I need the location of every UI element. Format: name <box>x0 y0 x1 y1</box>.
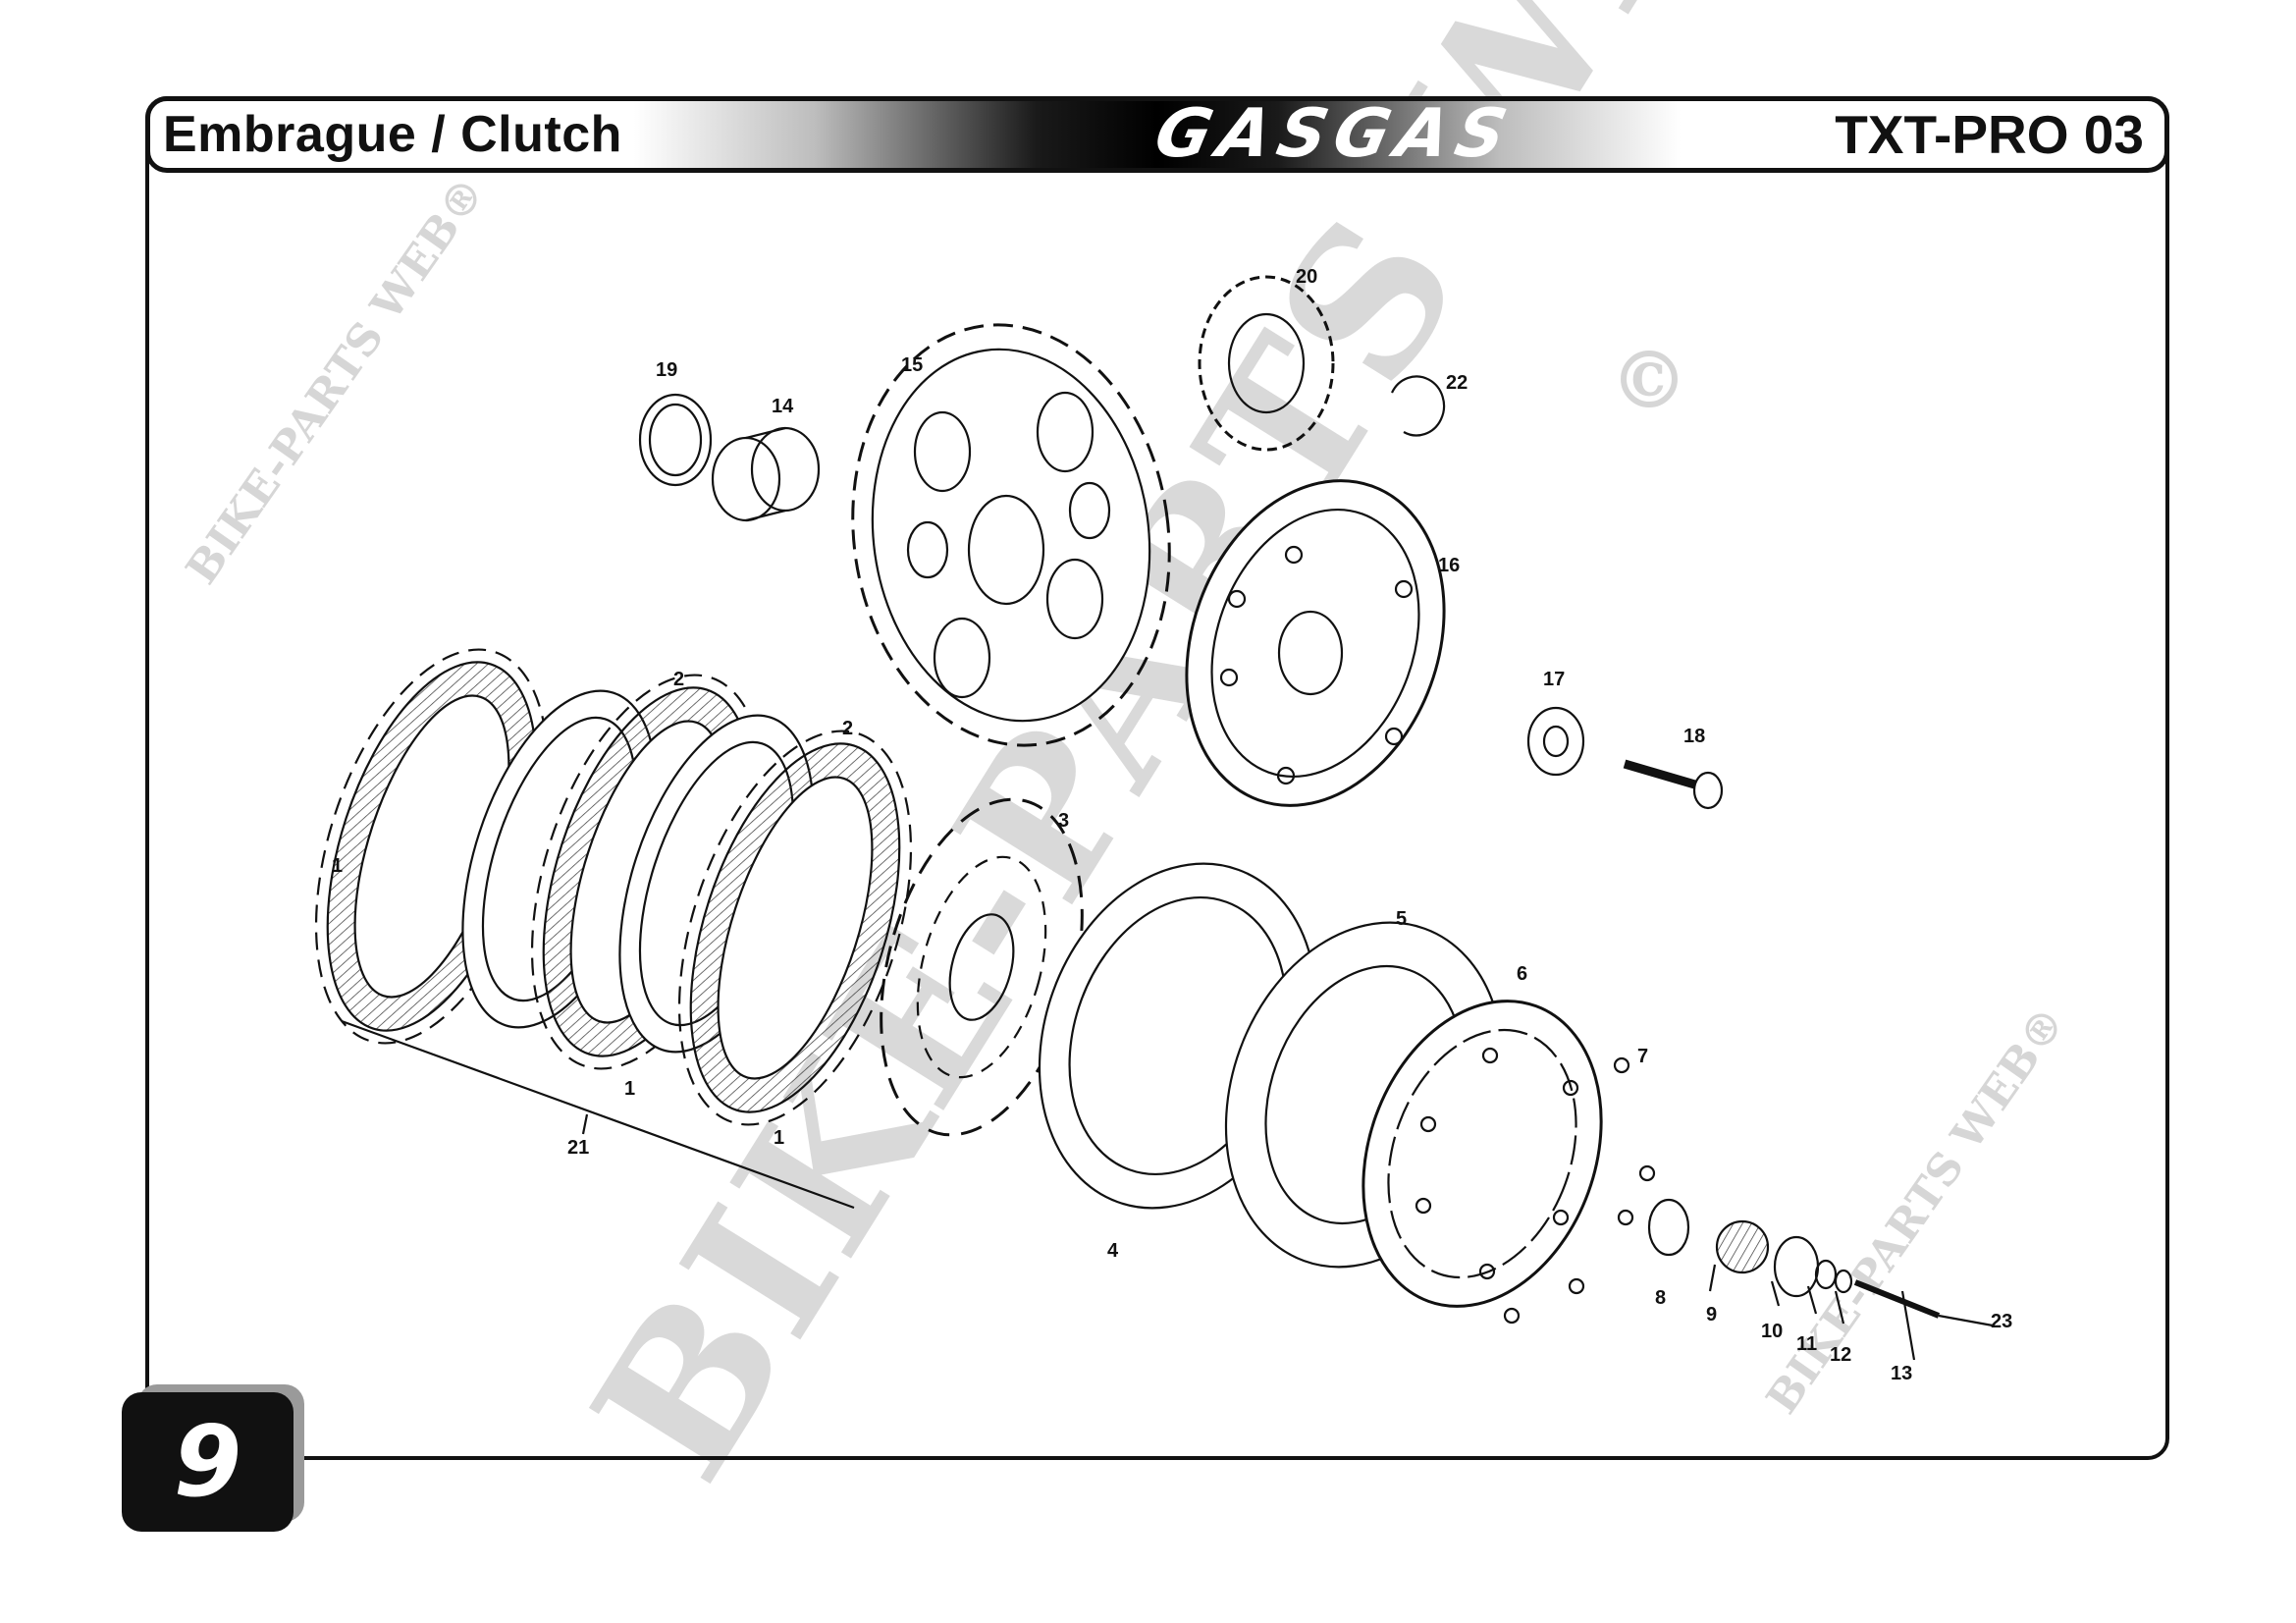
page-tab <box>122 1392 294 1532</box>
watermark-copyright-mark: © <box>1610 334 1688 426</box>
callout-16: 16 <box>1438 555 1460 576</box>
callout-13: 13 <box>1891 1363 1912 1384</box>
seal-12 <box>1834 1269 1853 1294</box>
screws-7 <box>1503 1056 1656 1325</box>
callout-12: 12 <box>1830 1344 1851 1366</box>
callout-8: 8 <box>1655 1287 1666 1309</box>
callout-1: 1 <box>332 855 343 877</box>
callout-2: 2 <box>673 669 684 690</box>
thrust-washer-19 <box>638 393 713 487</box>
push-rod-13 <box>1853 1279 1994 1327</box>
primary-gear-20 <box>1198 275 1335 452</box>
page-number: 9 <box>173 1404 242 1519</box>
callout-4: 4 <box>1107 1240 1119 1262</box>
pressure-plate-6 <box>1362 1000 1603 1308</box>
callout-15: 15 <box>901 354 923 376</box>
clutch-drum-15 <box>851 323 1171 747</box>
bolt-18 <box>1623 759 1724 810</box>
model-title: TXT-PRO 03 <box>1835 104 2144 165</box>
callout-2b: 2 <box>842 718 853 739</box>
callout-7: 7 <box>1637 1046 1648 1067</box>
bushing-14 <box>711 426 821 522</box>
callout-1b: 1 <box>624 1078 635 1100</box>
washer-8 <box>1647 1198 1690 1257</box>
callout-5: 5 <box>1396 908 1407 930</box>
callout-17: 17 <box>1543 669 1565 690</box>
guide-line-21 <box>341 1019 855 1210</box>
section-title: Embrague / Clutch <box>163 106 622 163</box>
callout-14: 14 <box>772 396 794 417</box>
circlip-22 <box>1391 375 1446 437</box>
washer-17 <box>1526 706 1585 777</box>
callout-1c: 1 <box>774 1127 784 1149</box>
callout-21: 21 <box>567 1137 589 1159</box>
friction-disc-1c <box>677 730 913 1126</box>
callout-10: 10 <box>1761 1321 1783 1342</box>
callout-18: 18 <box>1683 726 1705 747</box>
pusher-10 <box>1773 1235 1820 1298</box>
callout-11: 11 <box>1796 1333 1817 1355</box>
callout-19: 19 <box>656 359 677 381</box>
callout-20: 20 <box>1296 266 1317 288</box>
bearing-9 <box>1715 1219 1770 1274</box>
header-bar <box>145 96 2169 173</box>
callout-23: 23 <box>1991 1311 2012 1332</box>
ring-11 <box>1814 1259 1838 1290</box>
inner-hub-16 <box>1185 479 1446 807</box>
callout-9: 9 <box>1706 1304 1717 1325</box>
callout-22: 22 <box>1446 372 1468 394</box>
callout-3: 3 <box>1058 810 1069 832</box>
callout-6: 6 <box>1517 963 1527 985</box>
